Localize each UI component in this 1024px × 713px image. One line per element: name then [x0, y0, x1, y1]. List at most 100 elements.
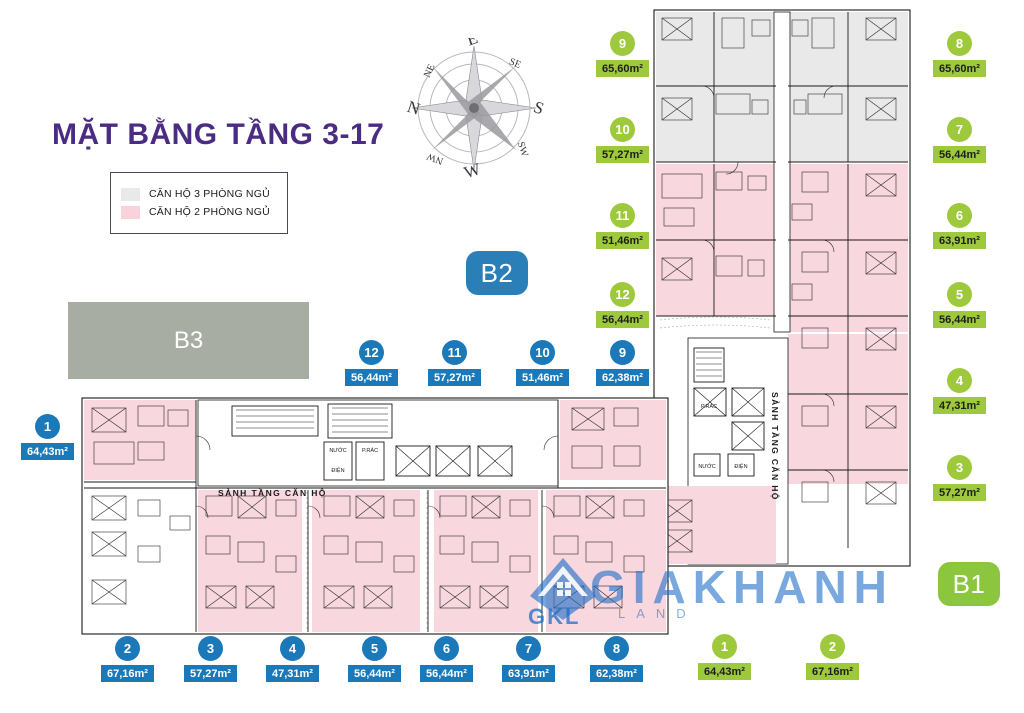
block-tag-b2[interactable]: B2	[466, 251, 528, 295]
badge-rightcol-5[interactable]: 5 56,44m²	[933, 282, 986, 329]
badge-bottom-green-2[interactable]: 2 67,16m²	[806, 634, 859, 681]
badge-bottom-5[interactable]: 5 56,44m²	[348, 636, 401, 683]
badge-leftcol-12[interactable]: 12 56,44m²	[596, 282, 649, 329]
badge-number: 6	[946, 203, 972, 228]
badge-number: 7	[946, 117, 972, 142]
badge-number: 1	[711, 634, 737, 659]
badge-area: 64,43m²	[698, 663, 751, 681]
badge-number: 3	[197, 636, 223, 661]
badge-number: 1	[34, 414, 60, 439]
badge-area: 56,44m²	[933, 311, 986, 329]
legend-item-2br: CĂN HỘ 2 PHÒNG NGỦ	[121, 205, 277, 219]
badge-number: 9	[609, 340, 635, 365]
badge-bottom-green-1[interactable]: 1 64,43m²	[698, 634, 751, 681]
badge-number: 11	[441, 340, 467, 365]
legend-label-2br: CĂN HỘ 2 PHÒNG NGỦ	[149, 206, 270, 218]
svg-text:ĐIỆN: ĐIỆN	[734, 462, 747, 470]
block-tag-b3: B3	[68, 302, 309, 379]
legend-swatch-3br	[121, 187, 140, 201]
badge-bottom-6[interactable]: 6 56,44m²	[420, 636, 473, 683]
badge-number: 2	[114, 636, 140, 661]
badge-rightcol-3[interactable]: 3 57,27m²	[933, 455, 986, 502]
badge-area: 56,44m²	[420, 665, 473, 683]
svg-text:NƯỚC: NƯỚC	[698, 463, 715, 470]
badge-area: 62,38m²	[590, 665, 643, 683]
badge-area: 63,91m²	[933, 232, 986, 250]
badge-number: 9	[609, 31, 635, 56]
badge-number: 5	[946, 282, 972, 307]
corridor-label-left: SẢNH TẦNG CĂN HỘ	[218, 488, 327, 498]
badge-number: 4	[279, 636, 305, 661]
compass-label-sw: SW	[515, 140, 530, 158]
svg-text:NƯỚC: NƯỚC	[329, 447, 346, 454]
badge-number: 4	[946, 368, 972, 393]
badge-area: 56,44m²	[596, 311, 649, 329]
badge-rightcol-8[interactable]: 8 65,60m²	[933, 31, 986, 78]
badge-area: 56,44m²	[933, 146, 986, 164]
badge-mid-9[interactable]: 9 62,38m²	[596, 340, 649, 387]
badge-number: 8	[603, 636, 629, 661]
svg-text:P.RÁC: P.RÁC	[701, 403, 717, 410]
badge-rightcol-4[interactable]: 4 47,31m²	[933, 368, 986, 415]
badge-area: 57,27m²	[933, 484, 986, 502]
corridor-label-right: SẢNH TẦNG CĂN HỘ	[770, 392, 780, 501]
badge-rightcol-6[interactable]: 6 63,91m²	[933, 203, 986, 250]
badge-area: 51,46m²	[596, 232, 649, 250]
badge-area: 56,44m²	[345, 369, 398, 387]
badge-leftcol-9[interactable]: 9 65,60m²	[596, 31, 649, 78]
badge-area: 62,38m²	[596, 369, 649, 387]
compass-label-nw: NW	[425, 150, 445, 166]
badge-bottom-4[interactable]: 4 47,31m²	[266, 636, 319, 683]
svg-text:ĐIỆN: ĐIỆN	[331, 466, 344, 474]
plan-left-wing: NƯỚC P.RÁC ĐIỆN	[80, 396, 670, 636]
badge-bottom-2[interactable]: 2 67,16m²	[101, 636, 154, 683]
badge-left-1[interactable]: 1 64,43m²	[21, 414, 74, 461]
badge-area: 56,44m²	[348, 665, 401, 683]
badge-bottom-7[interactable]: 7 63,91m²	[502, 636, 555, 683]
block-tag-b1[interactable]: B1	[938, 562, 1000, 606]
badge-area: 63,91m²	[502, 665, 555, 683]
badge-number: 8	[946, 31, 972, 56]
badge-number: 5	[361, 636, 387, 661]
badge-number: 6	[433, 636, 459, 661]
badge-area: 65,60m²	[596, 60, 649, 78]
badge-area: 57,27m²	[428, 369, 481, 387]
badge-area: 47,31m²	[266, 665, 319, 683]
svg-text:P.RÁC: P.RÁC	[362, 447, 378, 454]
legend-label-3br: CĂN HỘ 3 PHÒNG NGỦ	[149, 188, 270, 200]
badge-number: 10	[609, 117, 635, 142]
badge-number: 3	[946, 455, 972, 480]
badge-number: 11	[609, 203, 635, 228]
badge-area: 57,27m²	[596, 146, 649, 164]
badge-number: 7	[515, 636, 541, 661]
badge-bottom-8[interactable]: 8 62,38m²	[590, 636, 643, 683]
badge-leftcol-11[interactable]: 11 51,46m²	[596, 203, 649, 250]
badge-area: 57,27m²	[184, 665, 237, 683]
compass-label-se: SE	[507, 56, 522, 71]
compass-label-s: S	[531, 97, 544, 118]
badge-mid-11[interactable]: 11 57,27m²	[428, 340, 481, 387]
badge-number: 2	[819, 634, 845, 659]
legend-item-3br: CĂN HỘ 3 PHÒNG NGỦ	[121, 187, 277, 201]
badge-bottom-3[interactable]: 3 57,27m²	[184, 636, 237, 683]
badge-area: 51,46m²	[516, 369, 569, 387]
compass-rose: E S W N SE SW NW NE	[404, 28, 547, 182]
compass-label-ne: NE	[422, 63, 437, 80]
badge-area: 47,31m²	[933, 397, 986, 415]
badge-mid-12[interactable]: 12 56,44m²	[345, 340, 398, 387]
badge-rightcol-7[interactable]: 7 56,44m²	[933, 117, 986, 164]
badge-area: 67,16m²	[101, 665, 154, 683]
page-title: MẶT BẰNG TẦNG 3-17	[52, 118, 385, 151]
badge-area: 65,60m²	[933, 60, 986, 78]
badge-area: 64,43m²	[21, 443, 74, 461]
badge-leftcol-10[interactable]: 10 57,27m²	[596, 117, 649, 164]
compass-label-w: W	[462, 159, 484, 178]
badge-number: 12	[609, 282, 635, 307]
plan-right-tower: P.RÁC NƯỚC ĐIỆN	[652, 8, 912, 568]
badge-number: 12	[358, 340, 384, 365]
legend: CĂN HỘ 3 PHÒNG NGỦ CĂN HỘ 2 PHÒNG NGỦ	[110, 172, 288, 234]
badge-number: 10	[529, 340, 555, 365]
compass-label-n: N	[405, 97, 423, 119]
badge-mid-10[interactable]: 10 51,46m²	[516, 340, 569, 387]
